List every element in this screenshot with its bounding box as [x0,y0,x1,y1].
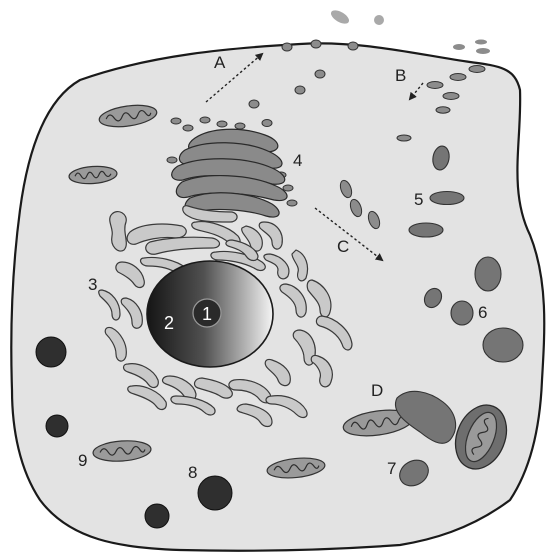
label-2: 2 [164,313,174,333]
label-d: D [371,381,383,400]
label-9: 9 [78,451,87,470]
label-4: 4 [293,151,302,170]
label-7: 7 [387,459,396,478]
label-5: 5 [414,190,423,209]
label-a: A [214,53,226,72]
label-1: 1 [202,304,212,324]
label-8: 8 [188,463,197,482]
label-b: B [395,66,406,85]
label-6: 6 [478,303,487,322]
label-c: C [337,237,349,256]
label-3: 3 [88,275,97,294]
